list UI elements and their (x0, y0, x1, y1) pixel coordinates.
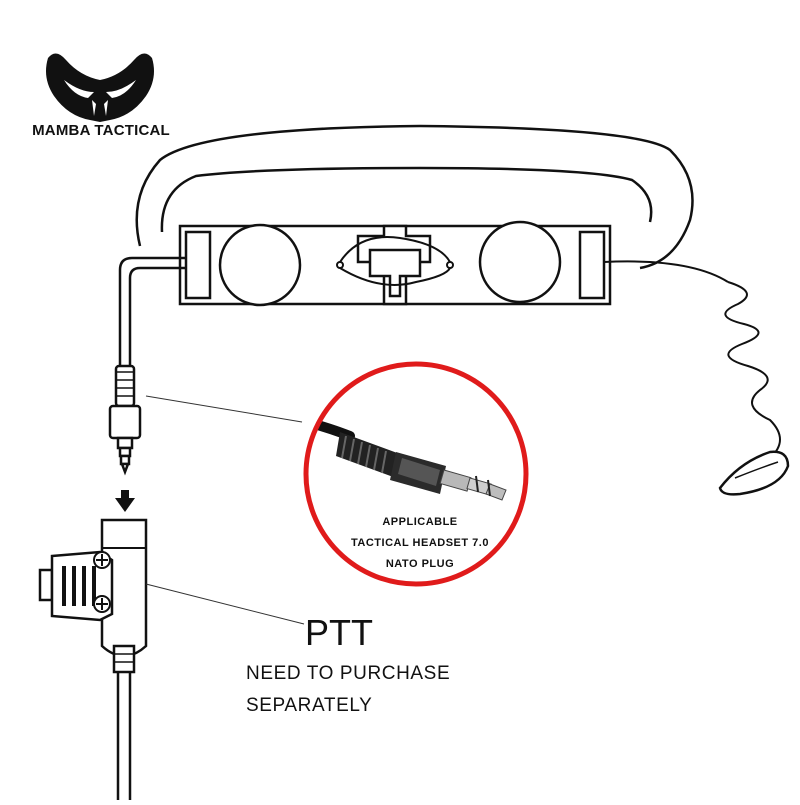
brand-name: MAMBA TACTICAL (32, 122, 170, 139)
down-arrow-icon (115, 490, 135, 512)
ptt-note-line-1: NEED TO PURCHASE (246, 663, 451, 684)
headset-cable (118, 256, 186, 366)
inset-label-line-1: APPLICABLE (382, 516, 458, 528)
headset-plug (108, 364, 142, 476)
inset-magnifier (303, 361, 529, 587)
inset-label-line-3: NATO PLUG (385, 558, 455, 570)
acoustic-tube (603, 260, 781, 463)
inset-ring (303, 361, 529, 587)
right-earcup (478, 220, 562, 304)
ptt-note-line-2: SEPARATELY (246, 695, 373, 716)
ptt-device (38, 518, 148, 800)
internal-wire (336, 236, 454, 286)
earplug-icon (718, 450, 790, 496)
ptt-label: PTT (305, 612, 373, 653)
snake-head-icon (46, 53, 154, 122)
leader-lines (145, 395, 305, 625)
left-earcup (218, 223, 302, 307)
inset-label-line-2: TACTICAL HEADSET 7.0 (351, 537, 489, 549)
headband (135, 124, 694, 270)
